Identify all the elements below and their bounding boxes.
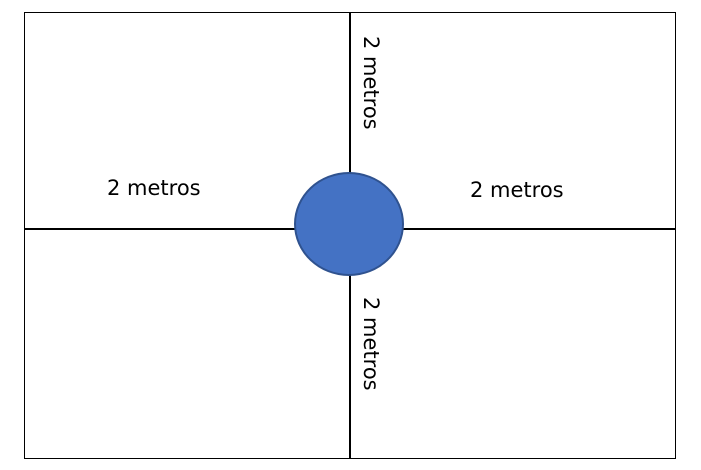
label-left-distance: 2 metros	[107, 176, 201, 200]
label-right-distance: 2 metros	[470, 178, 564, 202]
label-top-distance: 2 metros	[359, 36, 383, 130]
center-circle	[294, 172, 404, 276]
label-bottom-distance: 2 metros	[359, 297, 383, 391]
